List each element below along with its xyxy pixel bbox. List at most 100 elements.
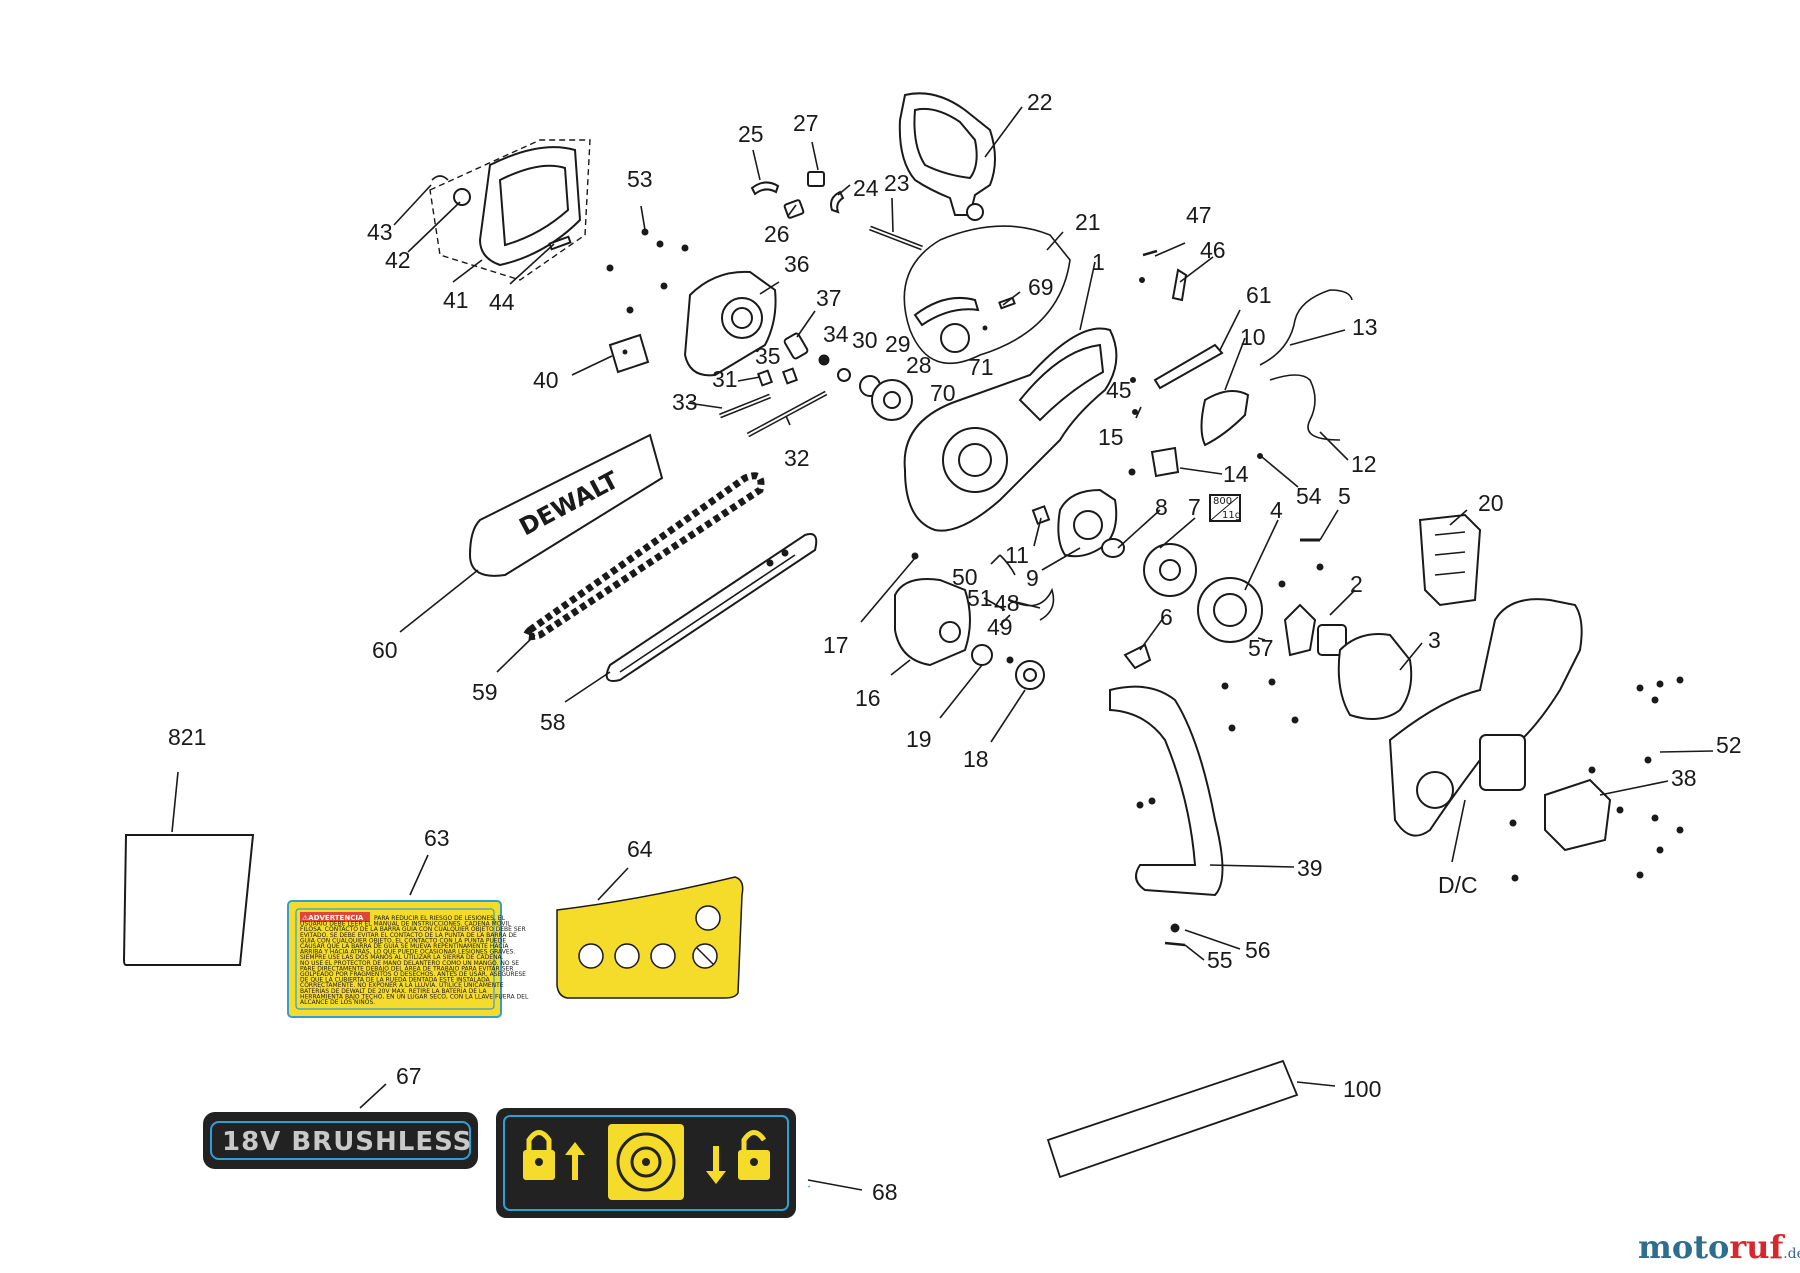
callout-5: 5	[1338, 483, 1351, 509]
warning-line: ARRIBA Y HACIA ATRÁS, LO QUE PUEDE OCASI…	[300, 949, 515, 956]
part-36-sprocket-cover	[683, 270, 777, 377]
callout-70: 70	[930, 380, 956, 406]
callout-17: 17	[823, 632, 849, 658]
warning-line: EVITADO. SE DEBE EVITAR EL CONTACTO DE L…	[300, 932, 517, 939]
callout-34: 34	[823, 321, 849, 347]
callout-15: 15	[1098, 424, 1124, 450]
warning-line: NO USE EL PROTECTOR DE MANO DELANTERO CO…	[300, 960, 519, 967]
spec-label-bottom: 11g	[1222, 510, 1241, 521]
callout-45: 45	[1106, 377, 1132, 403]
callout-67: 67	[396, 1063, 422, 1089]
part-39-front-handle	[1109, 685, 1224, 897]
callout-4: 4	[1270, 497, 1283, 523]
callout-1: 1	[1092, 249, 1105, 275]
screws-group	[606, 228, 689, 314]
callout-821: 821	[168, 724, 206, 750]
warning-line: PARA REDUCIR EL RIESGO DE LESIONES, EL	[374, 915, 506, 922]
callout-labels: 1 2 3 4 5 6 7 8 9 10 11 12 13 14 15 16 1…	[168, 89, 1742, 1205]
label-821-blank	[122, 834, 255, 966]
callout-32: 32	[784, 445, 810, 471]
callout-19: 19	[906, 726, 932, 752]
label-67-badge: 18V BRUSHLESS	[203, 1112, 478, 1169]
callout-16: 16	[855, 685, 881, 711]
part-40-plate	[608, 333, 650, 374]
callout-14: 14	[1223, 461, 1249, 487]
callout-57: 57	[1248, 635, 1274, 661]
callout-11: 11	[1005, 542, 1029, 568]
callout-29: 29	[885, 331, 911, 357]
warning-line: BATERÍAS DE DEWALT DE 20V MAX. RETIRE LA…	[300, 988, 487, 995]
part-38-connector	[1544, 778, 1612, 852]
callout-8: 8	[1155, 494, 1168, 520]
callout-dc: D/C	[1438, 872, 1478, 898]
callout-49: 49	[987, 614, 1013, 640]
callout-12: 12	[1351, 451, 1377, 477]
small-parts-23-27	[750, 171, 923, 251]
warning-line: SIEMPRE USE LAS DOS MANOS AL UTILIZAR LA…	[300, 954, 504, 961]
callout-25: 25	[738, 121, 764, 147]
callout-38: 38	[1671, 765, 1697, 791]
callout-37: 37	[816, 285, 842, 311]
part-58-guide-bar	[605, 533, 818, 682]
callout-100: 100	[1343, 1076, 1381, 1102]
callout-28: 28	[906, 352, 932, 378]
warning-line: HERRAMIENTA BAJO TECHO, EN UN LUGAR SECO…	[300, 993, 529, 1000]
callout-47: 47	[1186, 202, 1212, 228]
callout-53: 53	[627, 166, 653, 192]
callout-26: 26	[764, 221, 790, 247]
spec-label-top: 800	[1213, 496, 1232, 507]
watermark-part2: ruf	[1729, 1228, 1785, 1266]
callout-61: 61	[1246, 282, 1272, 308]
warning-body: PARA REDUCIR EL RIESGO DE LESIONES, ELUS…	[300, 915, 529, 1006]
warning-line: GUÍA CON CUALQUIER OBJETO. EL CONTACTO C…	[300, 937, 506, 944]
part-20-battery	[1418, 513, 1482, 607]
callout-6: 6	[1160, 604, 1173, 630]
callout-35: 35	[755, 343, 781, 369]
gear-parts: 800 11g	[1031, 488, 1320, 597]
part-100-sheet	[1046, 1059, 1299, 1179]
callout-42: 42	[385, 247, 411, 273]
callout-71: 71	[968, 354, 994, 380]
callout-33: 33	[672, 389, 698, 415]
callout-46: 46	[1200, 237, 1226, 263]
watermark-part1: moto	[1638, 1228, 1729, 1266]
callout-41: 41	[443, 287, 469, 313]
callout-40: 40	[533, 367, 559, 393]
callout-63: 63	[424, 825, 450, 851]
part-22-rear-cover	[898, 92, 996, 221]
label-68-lock	[496, 1108, 796, 1218]
callout-56: 56	[1245, 937, 1271, 963]
callout-52: 52	[1716, 732, 1742, 758]
screws-52	[1509, 676, 1684, 882]
warning-line: USUARIO DEBE LEER EL MANUAL DE INSTRUCCI…	[300, 921, 511, 928]
callout-3: 3	[1428, 627, 1441, 653]
callout-59: 59	[472, 679, 498, 705]
callout-50: 50	[952, 564, 978, 590]
leader-lines	[171, 106, 1714, 1191]
part-41-side-cover	[429, 139, 591, 281]
callout-31: 31	[712, 366, 738, 392]
svg-text:motoruf.de: motoruf.de	[1638, 1228, 1800, 1266]
callout-39: 39	[1297, 855, 1323, 881]
part-1-main-housing	[903, 327, 1118, 532]
label-64-pictograms	[556, 876, 744, 999]
callout-60: 60	[372, 637, 398, 663]
motor-assembly	[1197, 577, 1413, 720]
callout-55: 55	[1207, 947, 1233, 973]
warning-line: GOLPEADO POR FRAGMENTOS O DESECHOS. ANTE…	[300, 971, 526, 978]
callout-58: 58	[540, 709, 566, 735]
part-21-oil-line	[903, 225, 1071, 365]
warning-line: ALCANCE DE LOS NIÑOS.	[300, 999, 375, 1006]
callout-9: 9	[1026, 565, 1039, 591]
warning-line: DE QUE LA CUBIERTA DE LA RUEDA DENTADA E…	[300, 976, 491, 984]
callout-51: 51	[967, 585, 993, 611]
callout-10: 10	[1240, 324, 1266, 350]
callout-22: 22	[1027, 89, 1053, 115]
pins-32-33	[719, 390, 828, 438]
badge-text: 18V BRUSHLESS	[222, 1127, 472, 1157]
warning-line: CAUSAR QUE LA BARRA DE GUÍA SE MUEVA REP…	[300, 943, 509, 950]
callout-23: 23	[884, 170, 910, 196]
callout-7: 7	[1188, 494, 1201, 520]
callout-24: 24	[853, 175, 879, 201]
